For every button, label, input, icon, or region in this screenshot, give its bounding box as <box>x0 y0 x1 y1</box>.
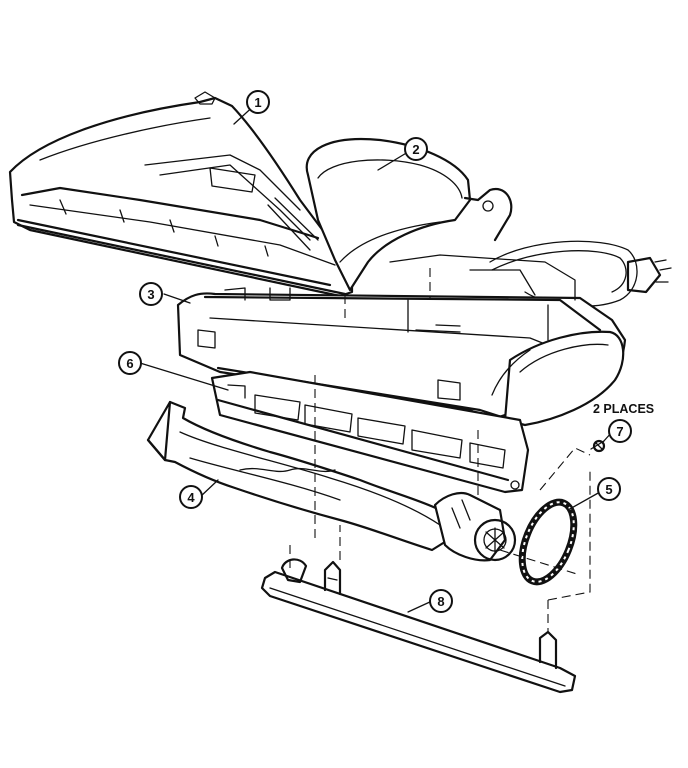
callout-5-label: 5 <box>605 482 612 497</box>
power-cord <box>489 240 672 307</box>
callout-4-label: 4 <box>187 490 195 505</box>
callout-3: 3 <box>139 282 163 306</box>
two-places-note: 2 PLACES <box>593 402 654 416</box>
brush-roll <box>146 400 517 562</box>
screw <box>590 439 606 453</box>
alignment-lines <box>289 268 591 632</box>
callout-2: 2 <box>404 137 428 161</box>
callout-8-label: 8 <box>437 594 444 609</box>
callout-7-label: 7 <box>616 424 623 439</box>
callout-6: 6 <box>118 351 142 375</box>
hood-cover <box>8 91 354 298</box>
callout-7: 7 <box>608 419 632 443</box>
callout-1-label: 1 <box>254 95 261 110</box>
bottom-plate-slots <box>210 370 530 494</box>
headlight-lens <box>305 138 513 292</box>
callout-6-label: 6 <box>126 356 133 371</box>
callout-1: 1 <box>246 90 270 114</box>
callout-2-label: 2 <box>412 142 419 157</box>
drive-belt <box>518 498 578 586</box>
callout-3-label: 3 <box>147 287 154 302</box>
base-housing <box>176 254 627 427</box>
callout-4: 4 <box>179 485 203 509</box>
callout-8: 8 <box>429 589 453 613</box>
bottom-plate <box>260 558 577 694</box>
callout-5: 5 <box>597 477 621 501</box>
